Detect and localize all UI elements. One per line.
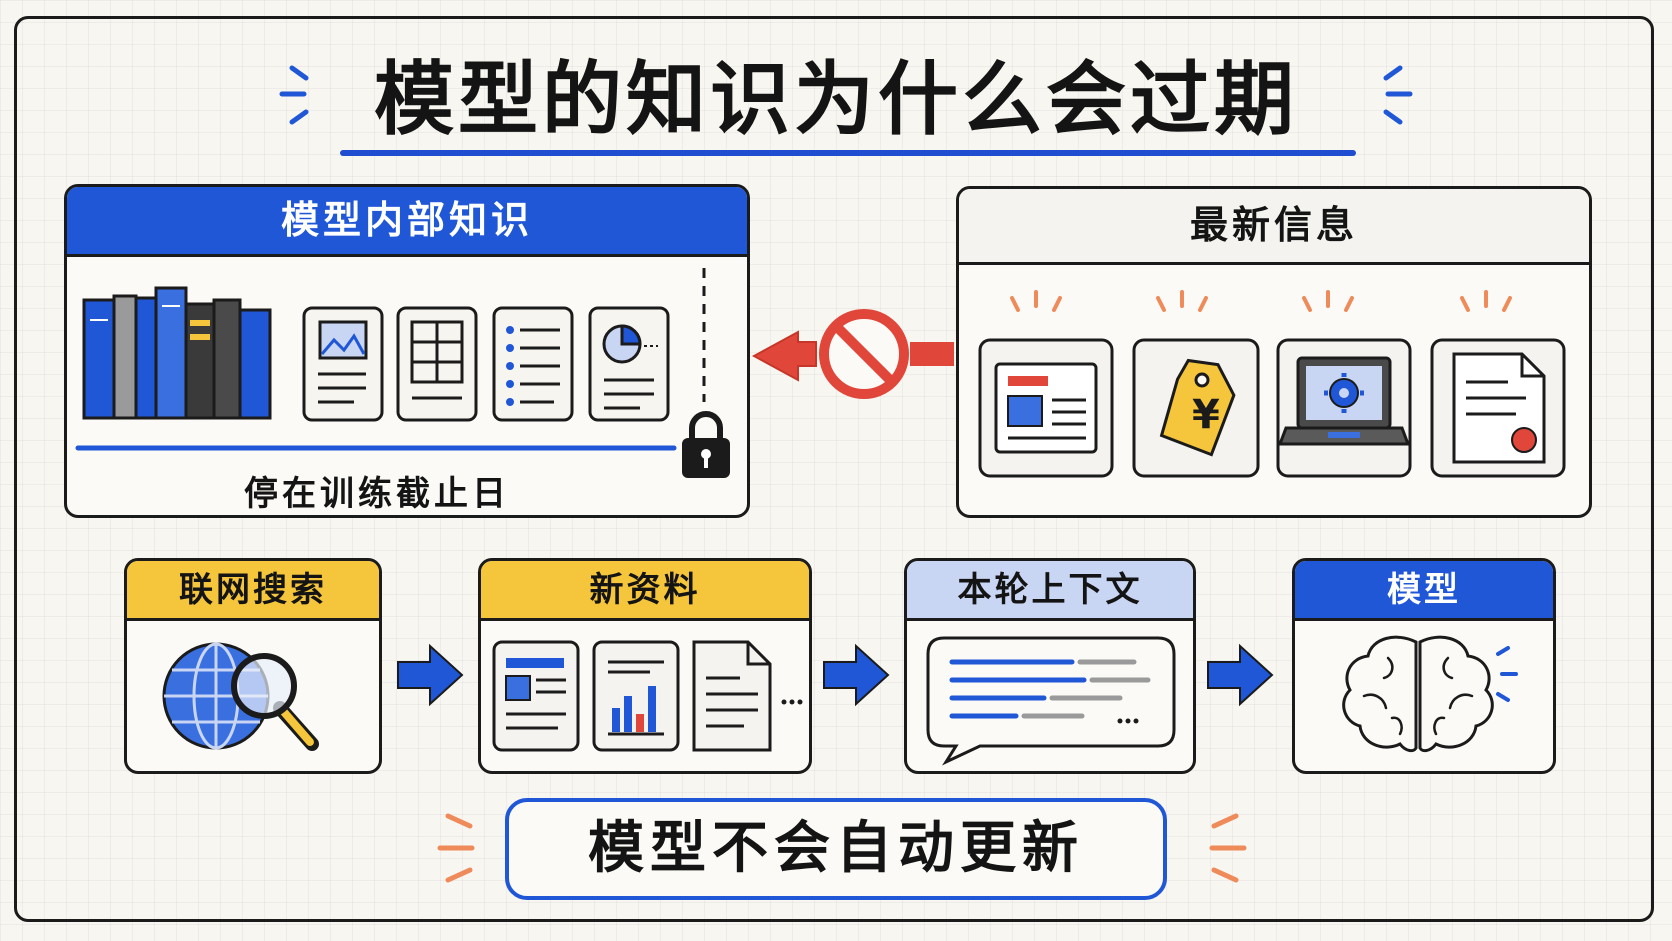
title-sparkle-right-icon — [1383, 65, 1413, 125]
spark-marks — [1010, 290, 1512, 312]
latest-info-illustration: ¥ — [978, 290, 1566, 478]
globe-search-icon — [162, 642, 319, 751]
blocked-arrow — [751, 309, 954, 399]
text-doc-icon — [692, 640, 772, 752]
list-doc-icon — [492, 306, 574, 422]
documents-icon — [492, 640, 803, 752]
cutoff-label: 停在训练截止日 — [244, 474, 510, 514]
prohibited-icon — [819, 309, 909, 399]
price-symbol: ¥ — [1192, 392, 1220, 438]
internal-knowledge-header: 模型内部知识 — [67, 187, 747, 257]
footer-statement: 模型不会自动更新 — [505, 798, 1167, 900]
chart-doc-icon — [588, 306, 670, 422]
step-web-search-label: 联网搜索 — [127, 561, 379, 621]
image-doc-icon — [302, 306, 384, 422]
step-model-label: 模型 — [1295, 561, 1553, 621]
chat-bubble-icon — [926, 636, 1176, 766]
flow-arrow-2 — [823, 643, 890, 707]
flow-arrow-3 — [1207, 643, 1274, 707]
title-sparkle-left-icon — [279, 65, 309, 125]
price-tag-icon: ¥ — [1132, 338, 1260, 478]
internal-knowledge-illustration — [75, 268, 730, 478]
bar-chart-doc-icon — [592, 640, 680, 752]
table-doc-icon — [396, 306, 478, 422]
blocked-arrow-head — [751, 330, 817, 382]
web-page-doc-icon — [492, 640, 580, 752]
certificate-doc-icon — [1430, 338, 1566, 478]
footer-sparkle-right-icon — [1209, 813, 1247, 883]
more-dots-icon — [781, 699, 803, 705]
laptop-settings-icon — [1276, 338, 1412, 478]
news-icon — [978, 338, 1114, 478]
page-title: 模型的知识为什么会过期 — [374, 53, 1298, 146]
outer-frame — [14, 16, 1654, 922]
step-new-material-label: 新资料 — [481, 561, 809, 621]
flow-arrow-1 — [397, 643, 464, 707]
blocked-arrow-tail — [910, 342, 954, 366]
lock-icon — [682, 411, 730, 478]
brain-icon — [1342, 635, 1518, 753]
latest-info-header: 最新信息 — [959, 189, 1589, 265]
footer-sparkle-left-icon — [437, 813, 475, 883]
internal-knowledge-panel: 模型内部知识 — [64, 184, 750, 518]
books-icon — [82, 286, 272, 420]
title-underline — [340, 150, 1356, 156]
step-context-label: 本轮上下文 — [907, 561, 1193, 621]
